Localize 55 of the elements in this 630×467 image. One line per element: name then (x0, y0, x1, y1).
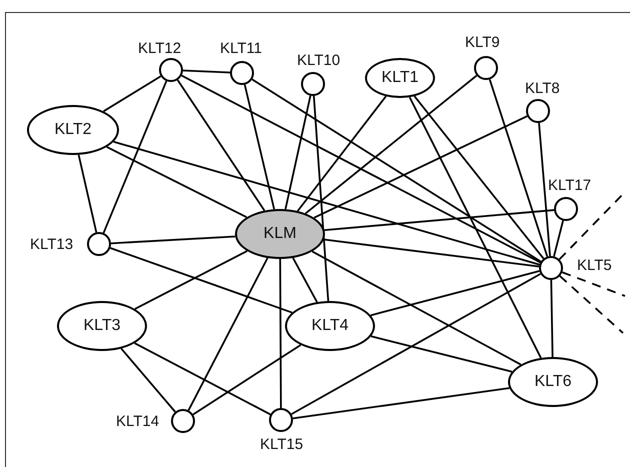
connector-line (182, 70, 230, 74)
connector-line (550, 280, 554, 358)
connector-line (292, 258, 318, 302)
connector-line (488, 79, 548, 257)
connector-line (134, 250, 248, 310)
node-label: KLT14 (116, 412, 160, 430)
node-ellipse: KLT6 (508, 357, 598, 407)
node-label: KLT17 (548, 176, 592, 194)
connector-line (312, 250, 522, 366)
connector-line (120, 348, 176, 412)
connector-line (110, 247, 292, 314)
node-label: KLT13 (30, 236, 74, 252)
connector-line (370, 270, 540, 316)
node-ellipse: KLT3 (57, 301, 147, 351)
node-label: KLT11 (220, 40, 262, 56)
connector-line (324, 238, 540, 268)
connector-line (134, 342, 271, 416)
connector-line (106, 146, 248, 218)
node-label: KLT10 (297, 52, 340, 68)
connector-line (284, 96, 312, 210)
connector-line (314, 115, 528, 219)
connector-line (192, 344, 302, 416)
node-label: KLT12 (138, 40, 182, 56)
connector-line (103, 76, 162, 112)
connector-line (110, 236, 236, 244)
node-ellipse: KLM (235, 209, 325, 259)
connector-line (370, 335, 512, 373)
connector-line (538, 122, 551, 256)
connector-line (304, 74, 478, 214)
connector-line (102, 80, 168, 234)
connector-line (414, 96, 544, 260)
dashed-line (562, 271, 626, 297)
dashed-line (559, 275, 624, 334)
connector-line (188, 258, 268, 411)
node-label: KLT9 (465, 34, 500, 50)
connector-line (553, 220, 564, 257)
node-label: KLT8 (525, 80, 560, 96)
connector-line (296, 96, 387, 212)
connector-line (312, 96, 330, 302)
connector-line (292, 387, 510, 420)
node-label: KLT5 (577, 256, 612, 274)
connector-line (252, 78, 542, 262)
connector-line (176, 80, 266, 212)
node-ellipse: KLT1 (365, 58, 435, 98)
connector-line (244, 84, 276, 210)
node-ellipse: KLT2 (27, 105, 119, 155)
node-ellipse: KLT4 (285, 301, 375, 351)
connector-line (181, 74, 541, 264)
node-label: KLT15 (260, 436, 304, 452)
connector-line (324, 209, 554, 232)
connector-line (78, 154, 98, 232)
connector-line (291, 273, 541, 415)
connector-line (279, 259, 282, 408)
connector-line (408, 96, 542, 358)
connector-line (113, 140, 540, 266)
